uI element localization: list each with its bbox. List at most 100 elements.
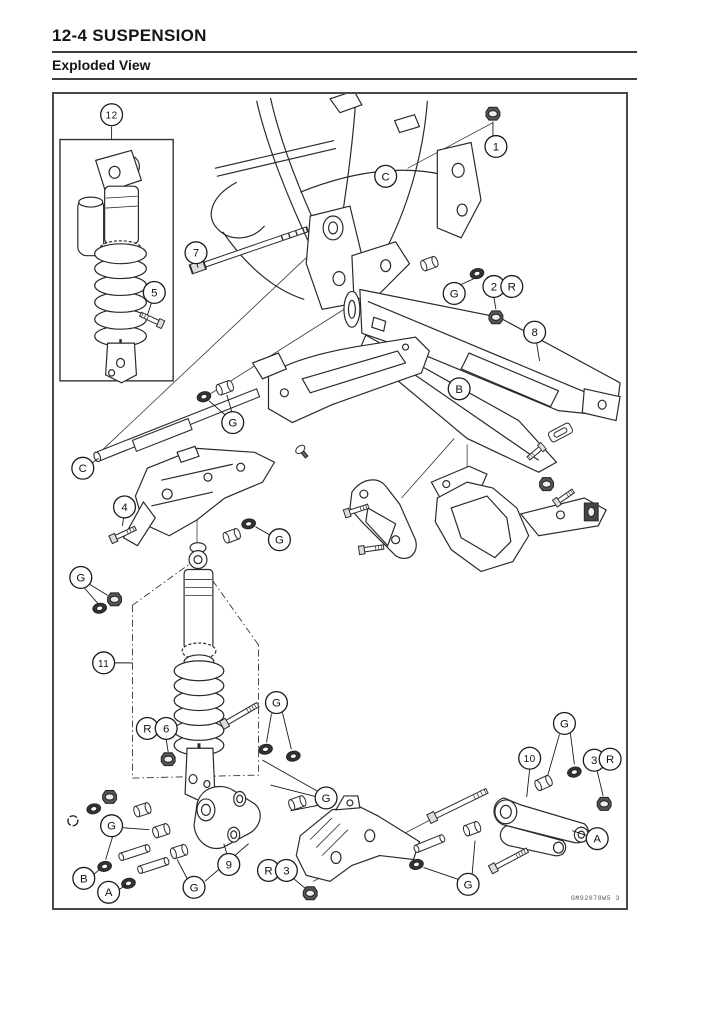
sleeve-part <box>136 856 171 875</box>
svg-text:6: 6 <box>163 723 169 735</box>
nut-part <box>302 886 318 901</box>
callout-leader <box>547 734 560 777</box>
callout-leader <box>526 769 531 797</box>
callout-g: G <box>267 528 291 552</box>
callout-c: C <box>71 456 95 480</box>
callout-leader <box>293 878 306 889</box>
svg-text:G: G <box>190 882 199 894</box>
seal-part <box>120 876 137 891</box>
nut-part <box>596 796 612 811</box>
callout-leader <box>266 713 272 743</box>
callout-g: G <box>456 872 480 896</box>
callout-leader <box>223 843 228 854</box>
callout-leader <box>122 827 150 831</box>
svg-text:2: 2 <box>491 281 497 293</box>
svg-text:G: G <box>322 793 331 805</box>
callout-6: 6 <box>154 716 178 740</box>
svg-text:A: A <box>105 887 113 899</box>
svg-text:5: 5 <box>151 287 157 299</box>
callout-9: 9 <box>217 852 241 877</box>
rear-shock-outline <box>173 542 225 803</box>
svg-text:G: G <box>464 879 473 891</box>
seal-part <box>240 517 257 531</box>
nut-part <box>488 310 504 325</box>
callout-g: G <box>182 875 206 899</box>
figure-code: GM92078W5 3 <box>571 895 620 902</box>
callout-leader <box>89 584 108 596</box>
seal-part <box>565 765 583 780</box>
nut-part <box>107 592 123 607</box>
boltL-part <box>426 786 490 824</box>
svg-text:R: R <box>143 723 151 735</box>
svg-text:R: R <box>606 754 614 766</box>
frame-bracket-outline <box>295 795 421 882</box>
svg-text:C: C <box>382 171 390 183</box>
callout-10: 10 <box>518 746 542 770</box>
svg-text:G: G <box>560 718 569 730</box>
callout-leader <box>536 343 541 362</box>
svg-text:10: 10 <box>524 754 536 765</box>
callout-g: G <box>100 814 124 838</box>
svg-text:B: B <box>80 873 88 885</box>
callout-leader <box>119 884 126 890</box>
frame-outline <box>210 94 482 311</box>
svg-text:7: 7 <box>193 248 199 260</box>
svg-text:R: R <box>264 865 272 877</box>
subframe-bracket-outline <box>122 445 276 547</box>
svg-text:B: B <box>455 384 463 396</box>
pivot-shaft <box>93 388 261 463</box>
callout-r: R <box>256 858 281 882</box>
svg-text:C: C <box>79 463 87 475</box>
callout-leader <box>105 836 114 860</box>
chain-slider-outline <box>251 336 431 424</box>
callout-leader <box>84 588 99 604</box>
callout-8: 8 <box>523 320 547 344</box>
callout-a: A <box>97 880 121 904</box>
bush-part <box>132 801 153 819</box>
callout-7: 7 <box>184 241 208 265</box>
bush-part <box>214 379 236 397</box>
callout-5: 5 <box>142 280 166 305</box>
chain-guard-outline <box>349 465 607 573</box>
callout-g: G <box>314 786 338 810</box>
callout-leader <box>423 867 459 880</box>
callout-leader <box>290 804 321 812</box>
svg-text:12: 12 <box>106 111 118 122</box>
callout-leader <box>569 733 575 765</box>
callout-g: G <box>442 281 466 306</box>
callout-leader <box>146 303 152 316</box>
callout-leader <box>226 394 233 412</box>
callout-leader <box>493 297 497 310</box>
nut-part <box>160 752 176 767</box>
callout-r: R <box>500 274 524 299</box>
callout-leader <box>281 712 292 750</box>
svg-text:G: G <box>107 821 116 833</box>
svg-text:4: 4 <box>121 502 128 514</box>
svg-text:R: R <box>508 281 516 293</box>
callout-leader <box>165 739 169 753</box>
seal-part <box>285 749 302 763</box>
bush-part <box>461 820 483 838</box>
callout-leader <box>208 400 226 415</box>
tie-rod-outline <box>493 797 590 857</box>
block-part <box>583 502 599 522</box>
subsection-title: Exploded View <box>52 57 151 73</box>
header-rule-top <box>52 51 637 53</box>
nut-part <box>485 106 501 121</box>
boltM-part <box>487 845 530 875</box>
callout-c: C <box>374 164 398 188</box>
callout-4: 4 <box>112 495 137 519</box>
svg-text:G: G <box>272 698 281 710</box>
seal-part <box>257 742 274 757</box>
svg-text:G: G <box>76 572 85 584</box>
svg-text:G: G <box>450 288 459 300</box>
callout-g: G <box>552 711 576 736</box>
header-rule-bottom <box>52 78 637 80</box>
callout-leader <box>93 869 100 875</box>
callout-g: G <box>264 691 289 715</box>
callout-12: 12 <box>100 103 124 127</box>
svg-text:8: 8 <box>531 327 537 339</box>
